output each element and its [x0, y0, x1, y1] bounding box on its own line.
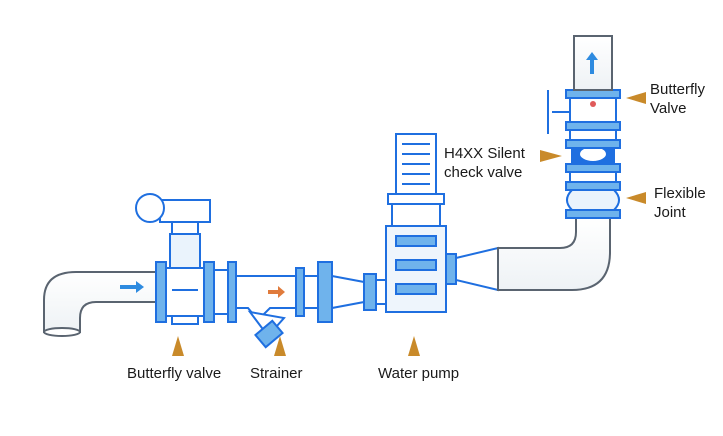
label-strainer: Strainer	[250, 365, 303, 382]
label-flexible-joint: Flexible Joint	[654, 184, 706, 222]
strainer	[213, 261, 305, 349]
pointer-arrow-flexible-joint	[626, 192, 646, 204]
label-check-valve-line2: check valve	[444, 164, 523, 181]
water-pump	[375, 133, 447, 313]
top-flow-arrow	[586, 52, 598, 74]
label-water-pump: Water pump	[378, 365, 460, 382]
label-butterfly-valve-outlet: Butterfly Valve	[650, 80, 705, 118]
label-butterfly-valve-outlet-line2: Valve	[650, 100, 687, 117]
label-butterfly-valve-inlet: Butterfly valve	[127, 365, 222, 382]
label-check-valve: H4XX Silent check valve	[444, 144, 525, 182]
inlet-butterfly-valve	[135, 193, 215, 325]
pump-inlet-pipe	[303, 261, 377, 323]
pointer-arrows	[172, 92, 646, 356]
outlet-butterfly-valve	[547, 89, 621, 141]
silent-check-valve	[565, 139, 621, 183]
inlet-elbow-pipe	[43, 271, 163, 337]
pointer-arrow-check-valve	[540, 150, 562, 162]
outlet-elbow-pipe	[497, 217, 611, 291]
label-flexible-joint-line1: Flexible	[654, 185, 706, 202]
pointer-arrow-outlet-butterfly	[626, 92, 646, 104]
pointer-arrow-strainer	[274, 336, 286, 356]
pointer-arrow-water-pump	[408, 336, 420, 356]
pointer-arrow-butterfly-valve	[172, 336, 184, 356]
flexible-joint	[565, 181, 621, 219]
pump-outlet-pipe	[445, 246, 499, 292]
label-butterfly-valve-outlet-line1: Butterfly	[650, 81, 706, 98]
strainer-flow-arrow	[268, 286, 285, 298]
label-flexible-joint-line2: Joint	[654, 204, 686, 221]
label-check-valve-line1: H4XX Silent	[444, 145, 525, 162]
inlet-flow-arrow	[120, 281, 144, 293]
